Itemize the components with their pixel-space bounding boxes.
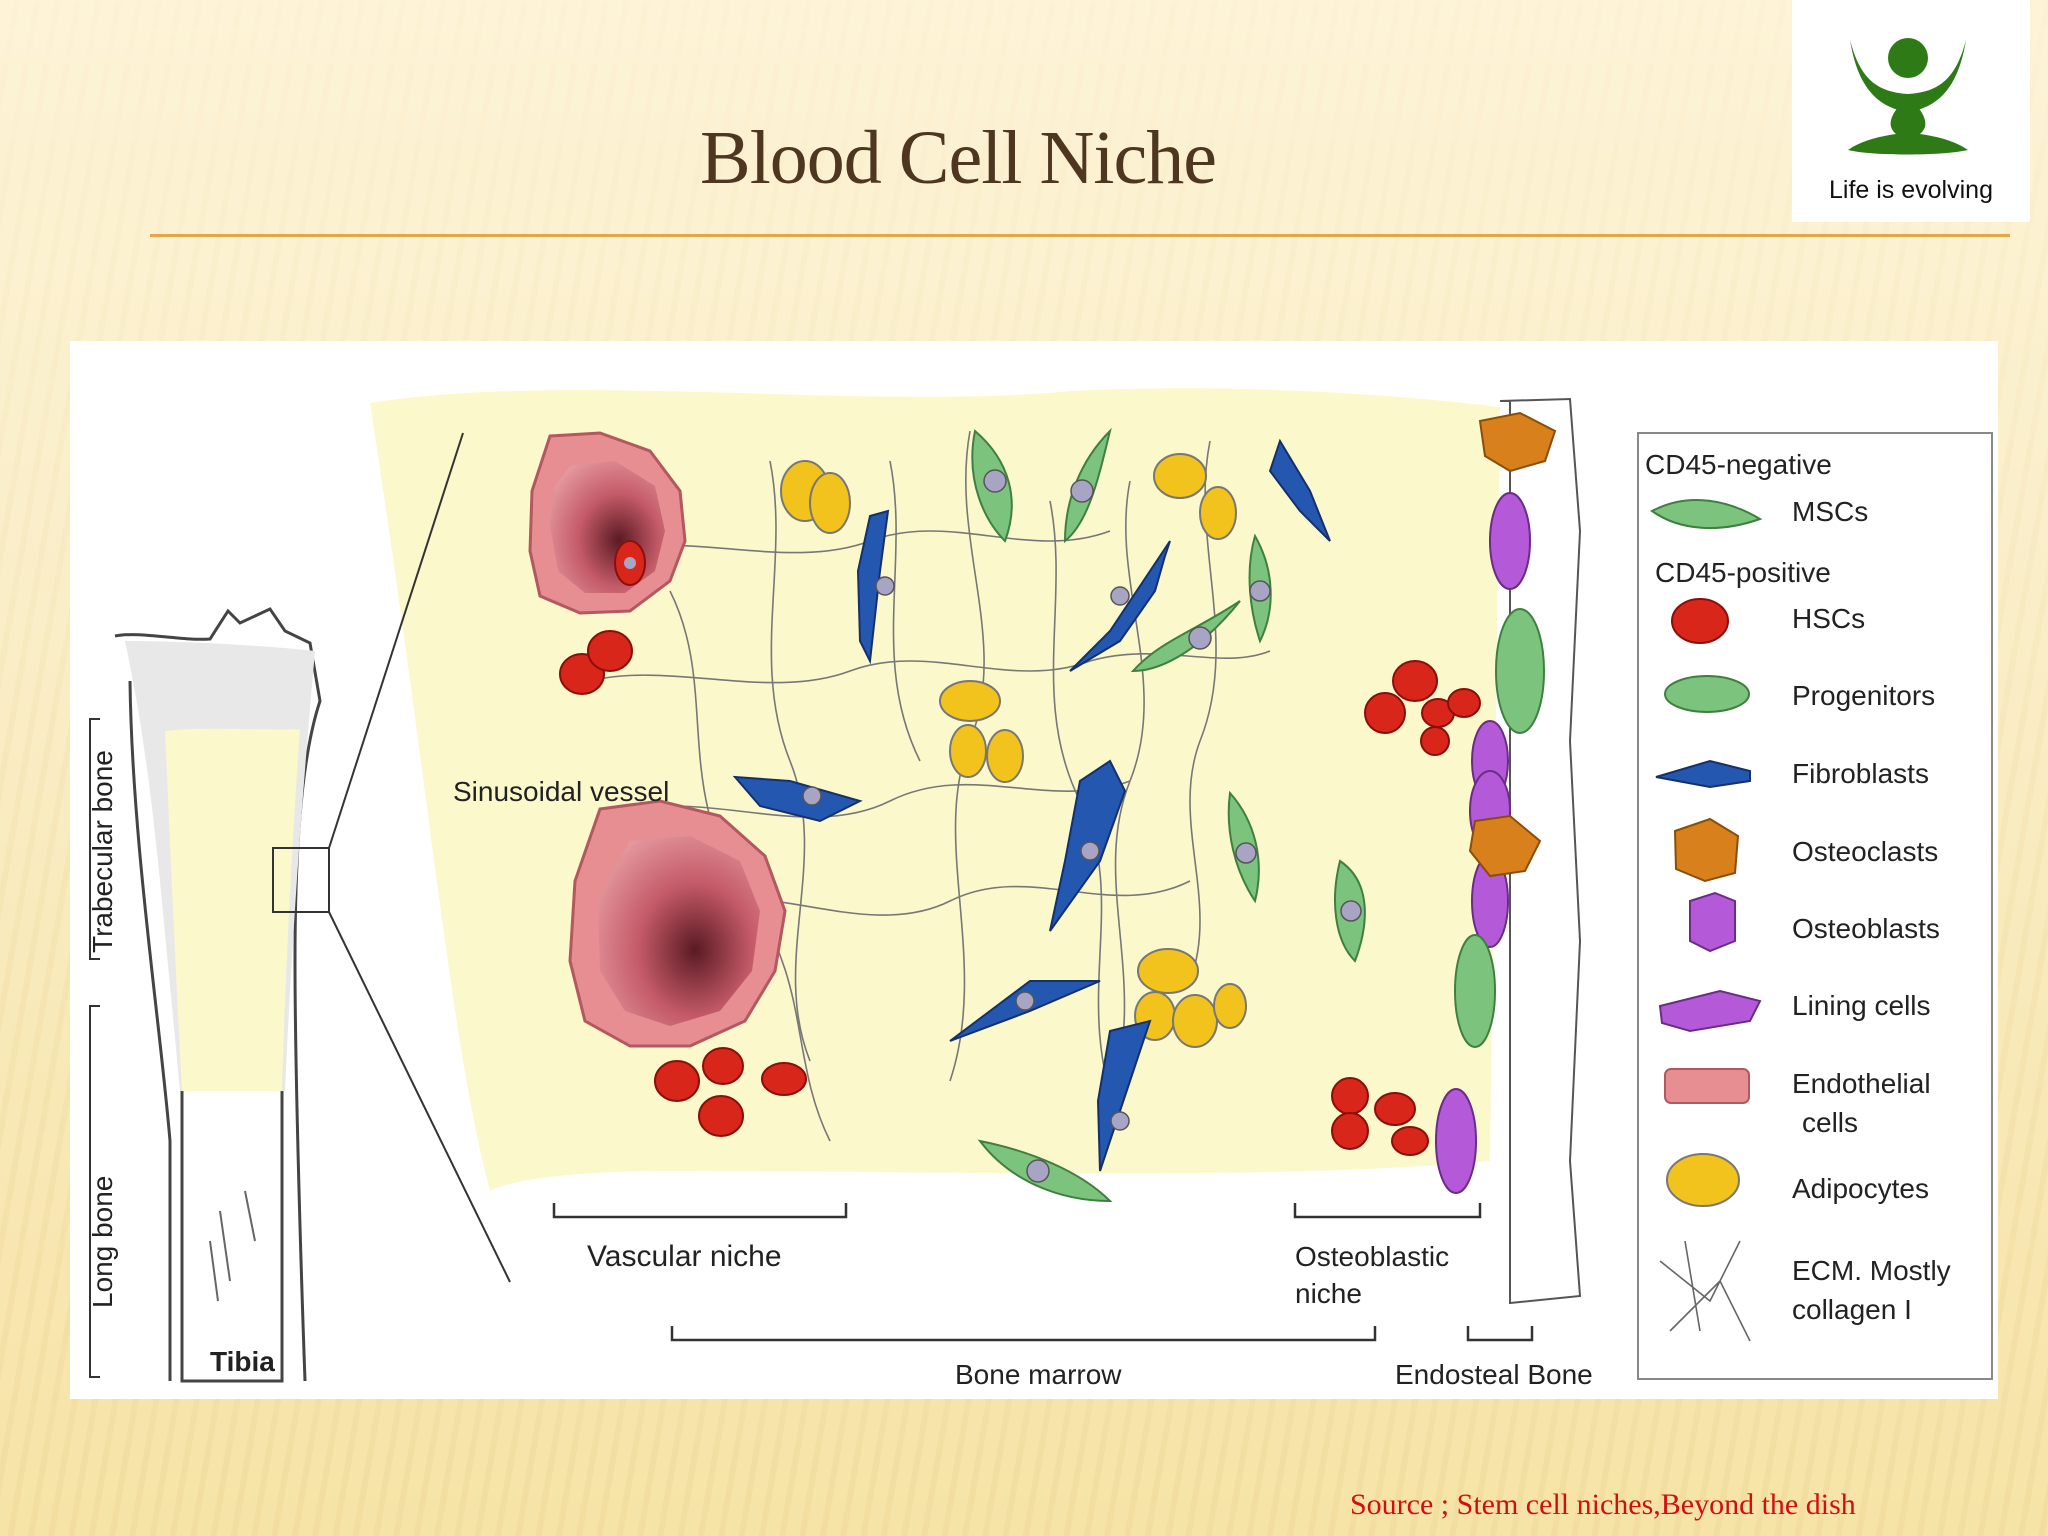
bone-marrow-label: Bone marrow bbox=[955, 1359, 1122, 1390]
logo: Life is evolving bbox=[1792, 0, 2030, 222]
legend-label-ecm-2: collagen I bbox=[1792, 1294, 1912, 1325]
legend-label-progenitors: Progenitors bbox=[1792, 680, 1935, 711]
legend-label-lining-cells: Lining cells bbox=[1792, 990, 1931, 1021]
long-bone-label: Long bone bbox=[87, 1176, 118, 1308]
legend-label-endothelial-1: Endothelial bbox=[1792, 1068, 1931, 1099]
legend-osteoclast-icon bbox=[1673, 817, 1740, 883]
adipocyte-cells bbox=[780, 453, 1247, 1048]
tibia-bone bbox=[89, 432, 511, 1383]
tibia-label: Tibia bbox=[210, 1346, 275, 1377]
legend-label-hsc: HSCs bbox=[1792, 603, 1865, 634]
legend: CD45-negative CD45-positive MSCs HSCs Pr… bbox=[1637, 432, 1993, 1380]
legend-label-adipocytes: Adipocytes bbox=[1792, 1173, 1929, 1204]
endosteal-bone-label: Endosteal Bone bbox=[1395, 1359, 1593, 1390]
logo-text: Life is evolving bbox=[1829, 176, 1993, 204]
sinusoidal-vessel-label: Sinusoidal vessel bbox=[453, 776, 669, 807]
legend-lining-cell-icon bbox=[1658, 989, 1762, 1033]
legend-ecm-icon bbox=[1659, 1240, 1751, 1342]
legend-hsc-icon bbox=[1671, 598, 1729, 644]
legend-label-osteoclasts: Osteoclasts bbox=[1792, 836, 1938, 867]
legend-adipocyte-icon bbox=[1666, 1153, 1740, 1207]
legend-progenitor-icon bbox=[1664, 675, 1750, 713]
legend-label-osteoblasts: Osteoblasts bbox=[1792, 913, 1940, 944]
source-citation: Source ; Stem cell niches,Beyond the dis… bbox=[1350, 1488, 1856, 1521]
legend-fibroblast-icon bbox=[1655, 759, 1751, 789]
trabecular-bone-label: Trabecular bone bbox=[87, 750, 118, 953]
osteoblastic-niche-label-1: Osteoblastic bbox=[1295, 1241, 1449, 1272]
hsc-cells bbox=[559, 630, 1481, 1156]
endosteal-bone bbox=[1435, 397, 1582, 1305]
legend-msc-icon bbox=[1650, 499, 1763, 529]
sinusoidal-vessel-bottom bbox=[568, 799, 787, 1048]
nuclei bbox=[802, 469, 1362, 1183]
legend-osteoblast-icon bbox=[1689, 891, 1736, 953]
title-divider bbox=[150, 234, 2010, 237]
legend-label-endothelial-2: cells bbox=[1802, 1107, 1858, 1138]
osteoblastic-niche-label-2: niche bbox=[1295, 1278, 1362, 1309]
legend-cd45-positive: CD45-positive bbox=[1655, 557, 1831, 588]
legend-endothelial-icon bbox=[1664, 1068, 1750, 1104]
diagram-panel: Trabecular bone Long bone Tibia bbox=[70, 341, 1998, 1399]
legend-label-ecm-1: ECM. Mostly bbox=[1792, 1255, 1951, 1286]
meditation-logo-icon bbox=[1848, 38, 1968, 155]
legend-cd45-negative: CD45-negative bbox=[1645, 449, 1832, 480]
legend-label-fibroblasts: Fibroblasts bbox=[1792, 758, 1929, 789]
brackets bbox=[552, 1203, 1534, 1342]
slide-title: Blood Cell Niche bbox=[700, 116, 1217, 200]
legend-label-msc: MSCs bbox=[1792, 496, 1868, 527]
niche-diagram: Trabecular bone Long bone Tibia bbox=[87, 388, 1993, 1390]
sinusoidal-vessel-top bbox=[528, 431, 687, 615]
vascular-niche-label: Vascular niche bbox=[587, 1240, 782, 1273]
